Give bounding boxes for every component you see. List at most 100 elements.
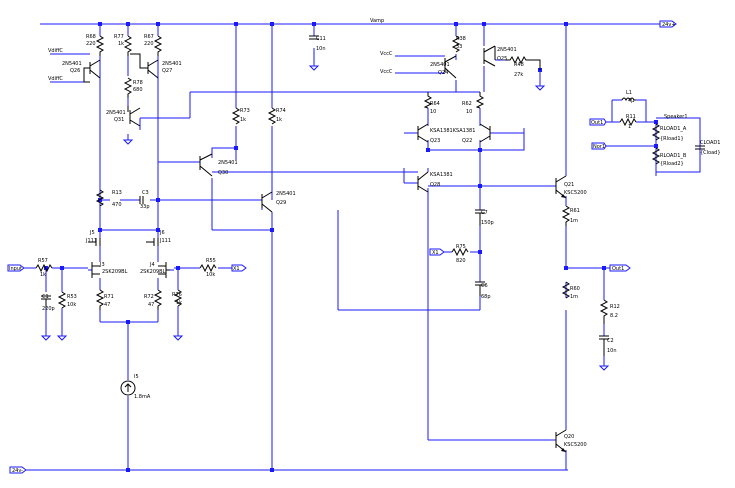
net-vccc-a: VccC xyxy=(380,51,393,57)
inductor-l1 xyxy=(621,97,636,102)
ground-symbols xyxy=(40,65,610,371)
label-c3: C3 xyxy=(142,190,149,196)
label-rload1-a: RLOAD1_A xyxy=(660,126,687,132)
value-r75: 820 xyxy=(456,258,466,264)
label-r71: R71 xyxy=(104,294,114,300)
value-c2: 10n xyxy=(607,348,617,354)
jfet-j5 xyxy=(88,238,101,246)
label-c7: C7 xyxy=(481,210,488,216)
label-r60: R60 xyxy=(570,286,580,292)
resistor-rload1-b xyxy=(651,147,661,165)
net-vplus: 24v+ xyxy=(662,22,676,28)
net-vccc-b: VccC xyxy=(380,69,393,75)
port-flags xyxy=(7,20,677,474)
label-c1: C1 xyxy=(42,294,49,300)
value-c3: 33p xyxy=(140,204,150,210)
resistor-r72 xyxy=(153,289,163,310)
resistor-r48 xyxy=(505,55,541,70)
label-cload1: CLOAD1 xyxy=(700,140,720,146)
net-labels: Vamp 24v+ 24v- VdiffC VdiffC VccC VccC I… xyxy=(9,18,676,474)
resistor-r38 xyxy=(451,35,461,53)
value-r77: 1k xyxy=(118,41,124,47)
transistors xyxy=(83,45,567,453)
value-r62: 10 xyxy=(466,109,472,115)
value-r60: 1m xyxy=(570,294,578,300)
resistor-r60 xyxy=(561,281,571,299)
value-c11: 10n xyxy=(316,46,326,52)
value-j4: 2SK209BL xyxy=(140,269,166,275)
label-r68: R68 xyxy=(86,34,96,40)
value-c6: 68p xyxy=(481,294,491,300)
value-q30: Q30 xyxy=(218,170,228,176)
label-r78: R78 xyxy=(133,80,143,86)
resistor-r11 xyxy=(619,117,637,127)
transistor-q28 xyxy=(417,171,429,193)
label-c2: C2 xyxy=(607,338,614,344)
value-r53: 10k xyxy=(67,302,76,308)
resistor-rload1-a xyxy=(651,123,661,141)
transistor-q31 xyxy=(127,106,141,127)
jfet-j4 xyxy=(158,262,170,278)
value-r55: 10k xyxy=(206,272,215,278)
label-r13: R13 xyxy=(112,190,122,196)
resistor-r55 xyxy=(199,263,217,273)
label-q25: 2N5401 xyxy=(497,47,517,53)
label-q29: 2N5401 xyxy=(276,191,296,197)
value-r73: 1k xyxy=(240,117,246,123)
resistor-r71 xyxy=(95,289,105,310)
resistors xyxy=(35,35,661,324)
value-q26: Q26 xyxy=(70,68,80,74)
net-out1-b: Out1 xyxy=(591,120,603,126)
label-q27: 2N5401 xyxy=(162,61,182,67)
value-q24: Q24 xyxy=(438,70,448,76)
resistor-r57 xyxy=(35,263,53,273)
label-j4: J4 xyxy=(149,262,155,268)
resistor-r64 xyxy=(423,92,433,109)
label-j3: J3 xyxy=(99,262,105,268)
transistor-q29 xyxy=(261,191,273,213)
capacitor-c7 xyxy=(475,209,485,226)
capacitor-c3 xyxy=(139,196,144,204)
component-labels: R68 220 R77 1k R67 220 2N5401 Q26 2N5401… xyxy=(38,34,721,448)
label-r62: R62 xyxy=(462,101,472,107)
resistor-r62 xyxy=(475,92,485,109)
value-r78: 680 xyxy=(133,87,143,93)
value-r64: 10 xyxy=(430,109,436,115)
transistor-q21 xyxy=(555,175,567,199)
label-r67: R67 xyxy=(144,34,154,40)
capacitor-c2 xyxy=(599,335,609,356)
resistor-r77 xyxy=(123,35,133,56)
resistor-r76 xyxy=(173,289,183,307)
transistor-q30 xyxy=(199,153,213,177)
value-r11: 1 xyxy=(628,124,631,130)
label-rload1-b: RLOAD1_B xyxy=(660,153,687,159)
label-q20: Q20 xyxy=(564,434,574,440)
label-q30: 2N5401 xyxy=(218,160,238,166)
transistor-q24 xyxy=(444,55,457,79)
net-nor1: Nor1 xyxy=(593,144,605,150)
label-r38: R38 xyxy=(456,36,466,42)
label-r72: R72 xyxy=(144,294,154,300)
label-l1: L1 xyxy=(626,90,632,96)
value-rload1-a: {Rload1} xyxy=(660,136,684,142)
capacitor-cload1 xyxy=(695,145,705,150)
transistor-q22 xyxy=(479,123,491,143)
resistor-r78 xyxy=(123,77,133,98)
value-r38: 33 xyxy=(456,44,462,50)
jfet-j3 xyxy=(91,262,100,278)
value-r67: 220 xyxy=(144,41,154,47)
resistor-r53 xyxy=(57,291,67,309)
transistor-q27 xyxy=(130,53,159,79)
resistor-r67 xyxy=(153,35,163,56)
label-q24: 2N5401 xyxy=(430,62,450,68)
value-q27: Q27 xyxy=(162,68,172,74)
label-q23: KSA1381KSA1381 xyxy=(430,128,475,134)
value-rload1-b: {Rload2} xyxy=(660,161,684,167)
value-c1: 220p xyxy=(42,306,55,312)
label-j6: J6 xyxy=(159,230,165,236)
label-q28: KSA1381 xyxy=(430,172,453,178)
value-q25: Q25 xyxy=(497,56,507,62)
value-c7: 150p xyxy=(481,220,494,226)
label-r61: R61 xyxy=(570,208,580,214)
value-r72: 47 xyxy=(148,302,154,308)
